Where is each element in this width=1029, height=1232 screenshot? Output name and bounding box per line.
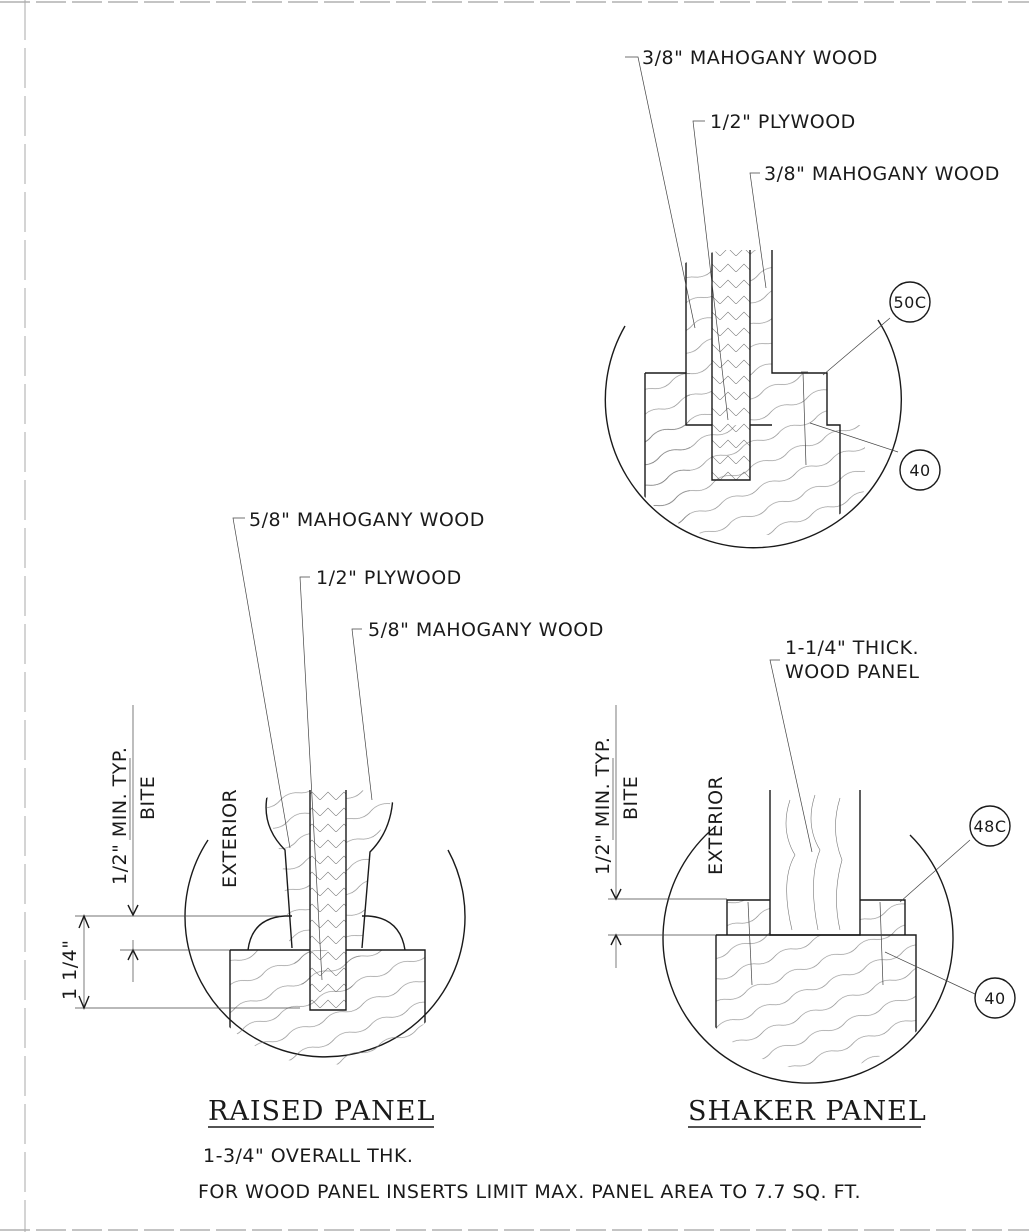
tag-50c: 50C — [889, 281, 931, 323]
shaker-callout-panel-line1: 1-1/4" THICK. — [785, 637, 919, 659]
raised-dimension-label: 1 1/4" — [59, 940, 81, 1000]
tag-48c: 48C — [969, 805, 1011, 847]
raised-panel-detail: 1/2" MIN. TYP. BITE EXTERIOR 1 1/4" 5/8"… — [59, 509, 604, 1065]
raised-callout-left-face: 5/8" MAHOGANY WOOD — [249, 509, 485, 531]
tag-40-shaker: 40 — [974, 977, 1016, 1019]
raised-bite-label-a: 1/2" MIN. TYP. — [109, 747, 131, 885]
raised-exterior-label: EXTERIOR — [219, 789, 241, 888]
footer-note: FOR WOOD PANEL INSERTS LIMIT MAX. PANEL … — [198, 1181, 861, 1203]
shaker-exterior-label: EXTERIOR — [705, 776, 727, 875]
shaker-panel-detail: 1/2" MIN. TYP. BITE EXTERIOR 1-1/4" THIC… — [592, 637, 1016, 1084]
top-callout-core: 1/2" PLYWOOD — [710, 111, 856, 133]
shaker-callout-panel-line2: WOOD PANEL — [785, 661, 919, 683]
tag-48c-label: 48C — [973, 817, 1006, 836]
tag-40-top-label: 40 — [909, 461, 930, 480]
raised-panel-subtitle: 1-3/4" OVERALL THK. — [203, 1145, 413, 1167]
raised-bite-label-b: BITE — [137, 776, 159, 820]
tag-40-shaker-label: 40 — [984, 989, 1005, 1008]
shaker-panel-circle — [662, 825, 954, 1084]
raised-callout-core: 1/2" PLYWOOD — [316, 567, 462, 589]
tag-40-top: 40 — [899, 449, 941, 491]
raised-callout-right-face: 5/8" MAHOGANY WOOD — [368, 619, 604, 641]
top-detail-circle — [604, 319, 902, 549]
raised-panel-title: RAISED PANEL — [208, 1096, 435, 1127]
shaker-bite-label-b: BITE — [620, 776, 642, 820]
shaker-bite-label-a: 1/2" MIN. TYP. — [592, 737, 614, 875]
tag-50c-label: 50C — [893, 293, 926, 312]
top-detail: 3/8" MAHOGANY WOOD 1/2" PLYWOOD 3/8" MAH… — [604, 47, 1000, 549]
top-callout-right-face: 3/8" MAHOGANY WOOD — [764, 163, 1000, 185]
top-callout-left-face: 3/8" MAHOGANY WOOD — [642, 47, 878, 69]
shaker-panel-title: SHAKER PANEL — [688, 1096, 927, 1127]
